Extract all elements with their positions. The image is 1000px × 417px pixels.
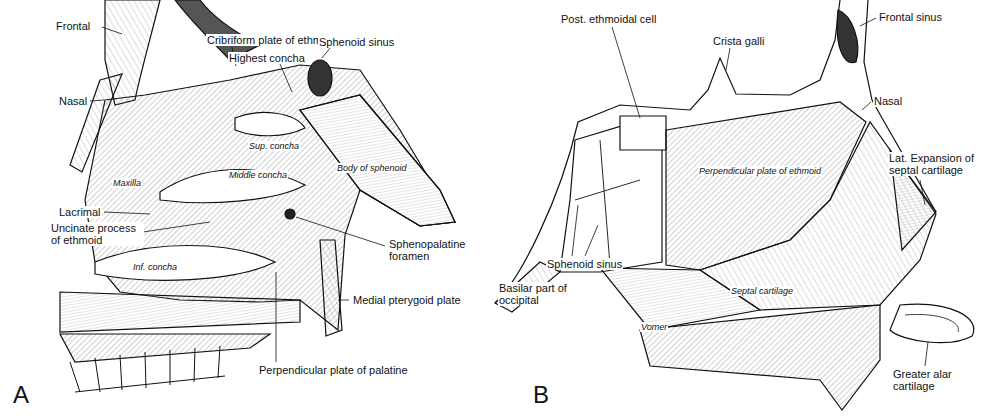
illustration-part [612, 27, 640, 118]
part-label: Inf. concha [132, 262, 178, 272]
part-label: Sphenopalatine foramen [388, 238, 478, 262]
illustration-part [60, 292, 300, 332]
part-label: Nasal [873, 95, 903, 107]
illustration-part [102, 27, 122, 34]
illustration-part [60, 334, 270, 362]
panel-letter: B [532, 382, 550, 408]
illustration-part [572, 205, 598, 256]
part-label: Greater alar cartilage [892, 368, 978, 392]
part-label: Uncinate process of ethmoid [50, 222, 144, 246]
illustration-part [90, 100, 104, 101]
part-label: Middle concha [228, 170, 288, 180]
illustration-part [920, 180, 925, 205]
illustration-part [280, 64, 292, 92]
illustration-part [905, 314, 958, 332]
illustration-part [60, 0, 974, 410]
illustration-part [276, 272, 277, 362]
part-label: Crista galli [712, 35, 765, 47]
illustration-part [70, 346, 220, 392]
part-label: Sup. concha [248, 141, 300, 151]
part-label: Frontal [55, 20, 91, 32]
part-label: Basilar part of occipital [498, 282, 580, 306]
illustration-part [925, 342, 928, 366]
part-label: Sphenoid sinus [318, 36, 395, 48]
part-label: Perpendicular plate of ethmoid [698, 166, 822, 176]
illustration-part [860, 18, 876, 26]
illustration-part [95, 246, 275, 281]
illustration-part [837, 10, 858, 63]
illustration-part [296, 217, 385, 246]
illustration-part [322, 48, 330, 58]
illustration-part [85, 65, 455, 330]
part-label: Post. ethmoidal cell [560, 13, 657, 25]
illustration-part [175, 0, 260, 60]
illustration-part [235, 113, 305, 136]
illustration-part [308, 60, 332, 96]
part-label: Maxilla [112, 178, 142, 188]
illustration-part [575, 140, 640, 265]
illustration-part [862, 102, 871, 110]
illustration-part [143, 222, 210, 232]
part-label: Medial pterygoid plate [352, 294, 462, 306]
part-label: Lacrimal [58, 206, 102, 218]
illustration-part [300, 95, 455, 226]
illustration-part [104, 212, 150, 214]
part-label: Nasal [58, 95, 88, 107]
part-label: Frontal sinus [878, 11, 943, 23]
panel-letter: A [12, 382, 30, 408]
illustration-part [160, 170, 305, 203]
part-label: Perpendicular plate of palatine [258, 364, 409, 376]
illustration-part [620, 116, 666, 150]
part-label: Highest concha [228, 52, 306, 64]
part-label: Vomer [640, 322, 668, 332]
illustration-part [70, 74, 122, 172]
illustration-part [700, 122, 936, 310]
illustration-part [640, 305, 880, 410]
part-label: Septal cartilage [730, 286, 794, 296]
illustration-part [285, 209, 295, 219]
illustration-part [726, 48, 730, 70]
illustration-part [300, 95, 455, 226]
part-label: Sphenoid sinus [546, 258, 623, 270]
illustration-part [338, 300, 349, 301]
illustration-part [75, 376, 225, 392]
part-label: Body of sphenoid [336, 163, 408, 173]
part-label: Lat. Expansion of septal cartilage [888, 152, 990, 176]
illustration-part [320, 240, 342, 336]
illustration-part [890, 304, 974, 342]
